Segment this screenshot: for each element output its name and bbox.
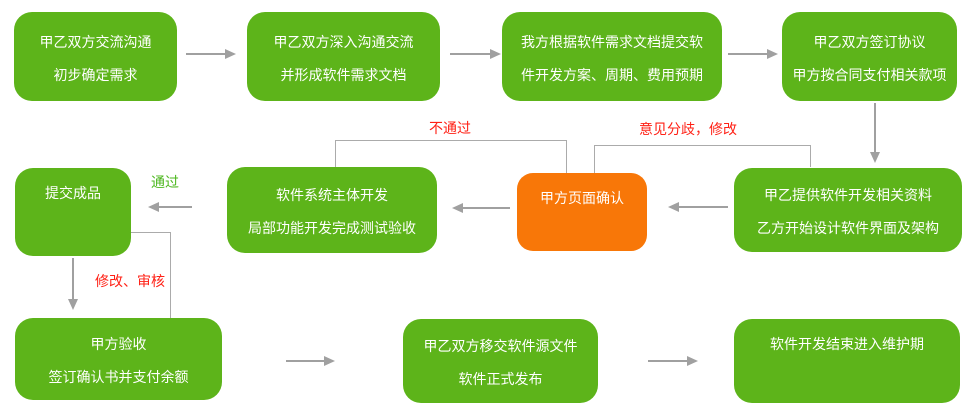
connector-line xyxy=(170,232,171,318)
node-text-line: 甲乙双方深入沟通交流 xyxy=(273,34,414,51)
arrow-right-icon xyxy=(286,356,335,366)
node-client-acceptance: 甲方验收 签订确认书并支付余额 xyxy=(15,318,222,400)
node-sign-agreement: 甲乙双方签订协议 甲方按合同支付相关款项 xyxy=(782,12,957,101)
edge-label-revise-review: 修改、审核 xyxy=(95,274,165,290)
arrow-left-icon xyxy=(668,202,728,212)
edge-label-disagreement: 意见分歧，修改 xyxy=(639,122,737,138)
node-text-line: 甲方按合同支付相关款项 xyxy=(792,67,947,84)
node-proposal-submission: 我方根据软件需求文档提交软 件开发方案、周期、费用预期 xyxy=(502,12,722,101)
arrow-right-icon xyxy=(450,49,501,59)
node-text-line: 甲乙双方交流沟通 xyxy=(39,34,152,51)
node-text-line: 乙方开始设计软件界面及架构 xyxy=(757,221,939,237)
connector-line xyxy=(566,140,567,173)
node-requirements-doc: 甲乙双方深入沟通交流 并形成软件需求文档 xyxy=(247,12,440,101)
node-text-line: 软件开发结束进入维护期 xyxy=(770,337,924,353)
connector-line xyxy=(335,140,336,167)
node-text-line: 软件正式发布 xyxy=(458,372,543,388)
node-text-line: 局部功能开发完成测试验收 xyxy=(248,221,416,237)
node-text-line: 我方根据软件需求文档提交软 xyxy=(521,34,703,51)
connector-line xyxy=(594,145,595,173)
node-deliver-product: 提交成品 xyxy=(15,168,131,256)
node-text-line: 甲乙提供软件开发相关资料 xyxy=(764,188,932,204)
connector-line xyxy=(810,145,811,167)
edge-label-passed: 通过 xyxy=(151,175,179,191)
node-text-line: 甲乙双方签订协议 xyxy=(813,34,926,51)
node-provide-materials-design: 甲乙提供软件开发相关资料 乙方开始设计软件界面及架构 xyxy=(734,168,962,252)
arrow-down-icon xyxy=(870,103,880,163)
edge-label-not-passed: 不通过 xyxy=(429,121,471,137)
node-text-line: 并形成软件需求文档 xyxy=(280,67,407,84)
node-text-line: 提交成品 xyxy=(45,186,101,202)
arrow-right-icon xyxy=(186,49,236,59)
node-initial-communication: 甲乙双方交流沟通 初步确定需求 xyxy=(14,12,177,101)
connector-line xyxy=(335,140,567,141)
node-client-page-confirmation: 甲方页面确认 xyxy=(517,173,647,251)
arrow-down-icon xyxy=(68,258,78,310)
node-text-line: 甲方页面确认 xyxy=(540,191,624,207)
node-text-line: 签订确认书并支付余额 xyxy=(48,370,189,386)
node-text-line: 甲乙双方移交软件源文件 xyxy=(423,339,578,355)
connector-line xyxy=(594,145,811,146)
node-maintenance-period: 软件开发结束进入维护期 xyxy=(734,319,960,403)
node-text-line: 甲方验收 xyxy=(90,337,147,353)
node-text-line: 件开发方案、周期、费用预期 xyxy=(521,67,703,84)
connector-line xyxy=(131,232,171,233)
node-text-line: 软件系统主体开发 xyxy=(276,188,388,204)
arrow-left-icon xyxy=(452,203,510,213)
arrow-left-icon xyxy=(148,202,192,212)
node-text-line: 初步确定需求 xyxy=(53,67,138,84)
node-source-handover-release: 甲乙双方移交软件源文件 软件正式发布 xyxy=(403,319,598,403)
arrow-right-icon xyxy=(648,356,698,366)
node-main-development: 软件系统主体开发 局部功能开发完成测试验收 xyxy=(227,167,437,253)
arrow-right-icon xyxy=(728,49,778,59)
